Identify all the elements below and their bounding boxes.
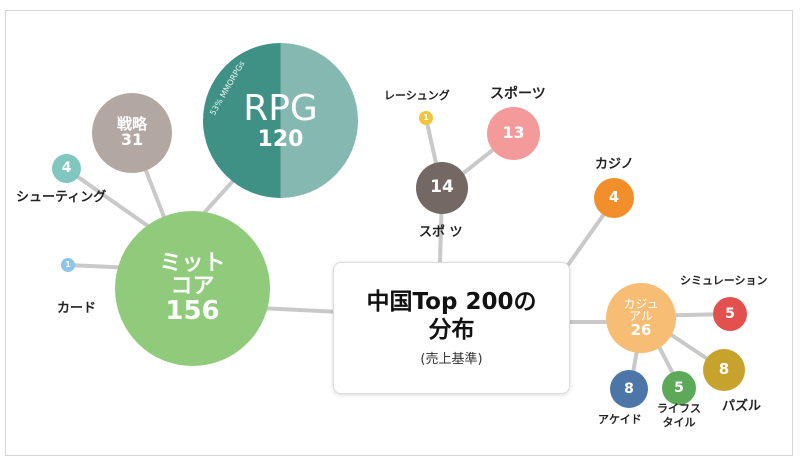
- node-action-count: 8: [624, 380, 634, 397]
- node-rpg: 53% MMORPGs RPG 120: [203, 43, 358, 198]
- node-sports: 14: [416, 162, 468, 214]
- node-shooting: 4: [52, 154, 81, 183]
- label-sports: スポ ツ: [419, 225, 463, 240]
- node-casual-name-line2: アル: [629, 309, 653, 324]
- label-racing: レーシュング: [384, 89, 450, 102]
- label-shooting: シューティング: [16, 190, 107, 205]
- node-puzzle-count: 8: [718, 360, 730, 379]
- node-casino-count: 4: [608, 188, 620, 207]
- node-lifestyle: 5: [662, 371, 696, 405]
- node-midcore-name-line1: ミット: [159, 250, 226, 276]
- node-puzzle: 8: [703, 349, 745, 391]
- label-lifestyle: ライフス タイル: [657, 402, 701, 430]
- label-sports2: スポーツ: [490, 86, 546, 102]
- node-card-count: 1: [65, 259, 71, 269]
- label-casino: カジノ: [595, 157, 634, 172]
- node-sports2: 13: [487, 107, 540, 160]
- node-lifestyle-count: 5: [674, 379, 684, 396]
- node-strategy-name: 戦略: [116, 114, 147, 133]
- node-rpg-name: RPG: [243, 88, 318, 130]
- label-action: アケイド: [598, 413, 642, 426]
- node-midcore: ミット コア 156: [115, 211, 270, 366]
- label-puzzle: パズル: [722, 399, 762, 414]
- node-sports-count: 14: [430, 177, 454, 198]
- node-casual-name-line1: カジュ: [623, 296, 659, 311]
- node-strategy: 戦略 31: [92, 93, 172, 173]
- label-lifestyle-line1: ライフス: [657, 402, 701, 415]
- node-simulation: 5: [713, 297, 747, 331]
- node-shooting-count: 4: [61, 160, 72, 177]
- label-simulation: シミュレーション: [680, 274, 768, 287]
- node-simulation-count: 5: [725, 305, 735, 322]
- node-casual: カジュ アル 26: [606, 283, 676, 353]
- node-strategy-count: 31: [120, 130, 144, 150]
- label-lifestyle-line2: タイル: [662, 415, 696, 429]
- center-subtitle: (売上基準): [420, 352, 483, 368]
- node-rpg-count: 120: [257, 126, 304, 152]
- node-card: 1: [61, 258, 75, 272]
- node-midcore-count: 156: [165, 295, 220, 326]
- node-sports2-count: 13: [502, 123, 525, 143]
- node-casino: 4: [594, 178, 634, 218]
- center-title-line1: 中国Top 200の: [366, 288, 537, 315]
- node-racing-count: 1: [423, 112, 429, 122]
- node-casual-count: 26: [630, 320, 652, 339]
- center-title-box: 中国Top 200の 分布 (売上基準): [333, 262, 570, 394]
- diagram-frame: [5, 10, 793, 456]
- label-card: カード: [57, 301, 97, 316]
- node-midcore-name-line2: コア: [170, 273, 215, 299]
- node-racing: 1: [419, 111, 433, 125]
- node-action: 8: [610, 370, 648, 408]
- center-title-line2: 分布: [428, 316, 475, 343]
